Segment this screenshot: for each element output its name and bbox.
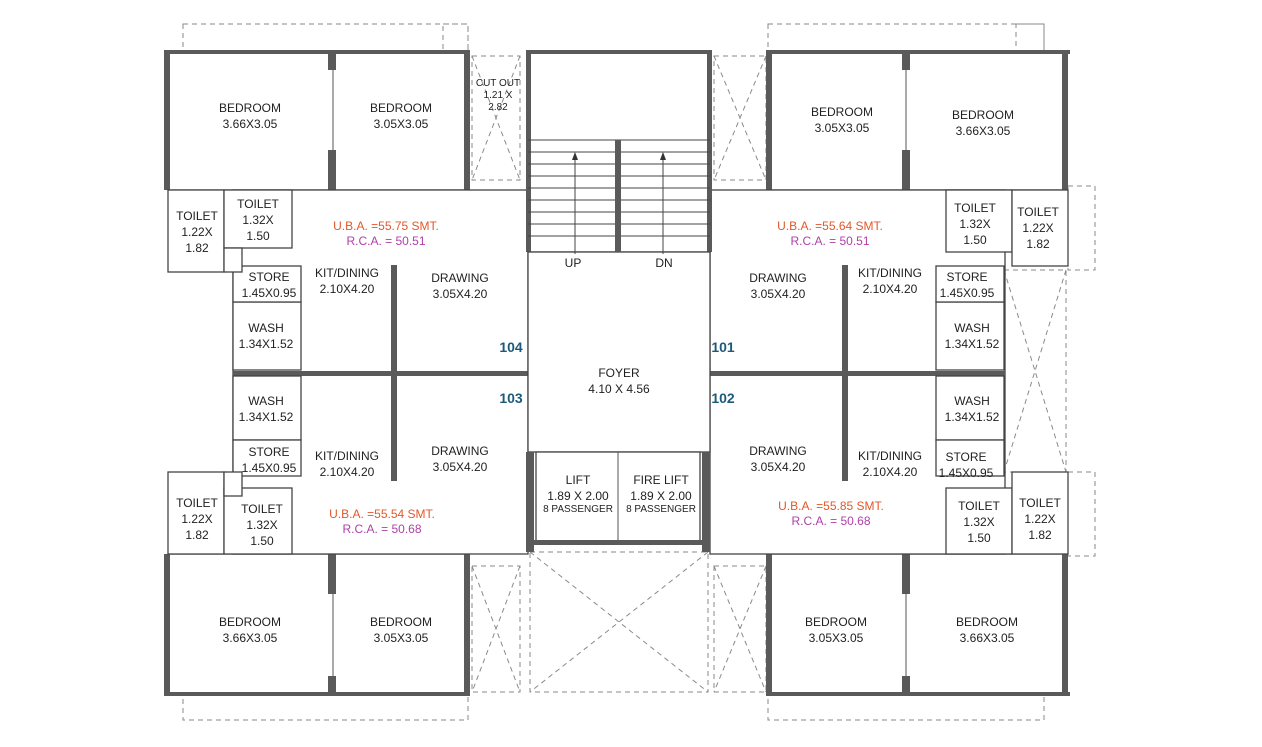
unit-number-101: 101 bbox=[711, 339, 735, 355]
area-statement-104: U.B.A. =55.75 SMT. R.C.A. = 50.51 bbox=[333, 219, 439, 249]
rca-102: R.C.A. = 50.68 bbox=[791, 514, 871, 528]
uba-102: U.B.A. =55.85 SMT. bbox=[778, 499, 884, 513]
stair-dn-label: DN bbox=[655, 256, 673, 270]
area-statement-101: U.B.A. =55.64 SMT. R.C.A. = 50.51 bbox=[777, 219, 883, 249]
area-statement-103: U.B.A. =55.54 SMT. R.C.A. = 50.68 bbox=[329, 507, 435, 537]
rca-103: R.C.A. = 50.68 bbox=[342, 522, 422, 536]
rca-104: R.C.A. = 50.51 bbox=[346, 234, 426, 248]
area-statement-102: U.B.A. =55.85 SMT. R.C.A. = 50.68 bbox=[778, 499, 884, 529]
unit-number-104: 104 bbox=[499, 339, 523, 355]
unit-number-102: 102 bbox=[711, 390, 735, 406]
uba-101: U.B.A. =55.64 SMT. bbox=[777, 219, 883, 233]
unit-number-103: 103 bbox=[499, 390, 523, 406]
rca-101: R.C.A. = 50.51 bbox=[790, 234, 870, 248]
uba-104: U.B.A. =55.75 SMT. bbox=[333, 219, 439, 233]
walls bbox=[164, 50, 1070, 696]
staircase bbox=[528, 139, 710, 254]
cutout-crosses bbox=[471, 55, 1067, 693]
stair-up-label: UP bbox=[564, 256, 582, 270]
uba-103: U.B.A. =55.54 SMT. bbox=[329, 507, 435, 521]
